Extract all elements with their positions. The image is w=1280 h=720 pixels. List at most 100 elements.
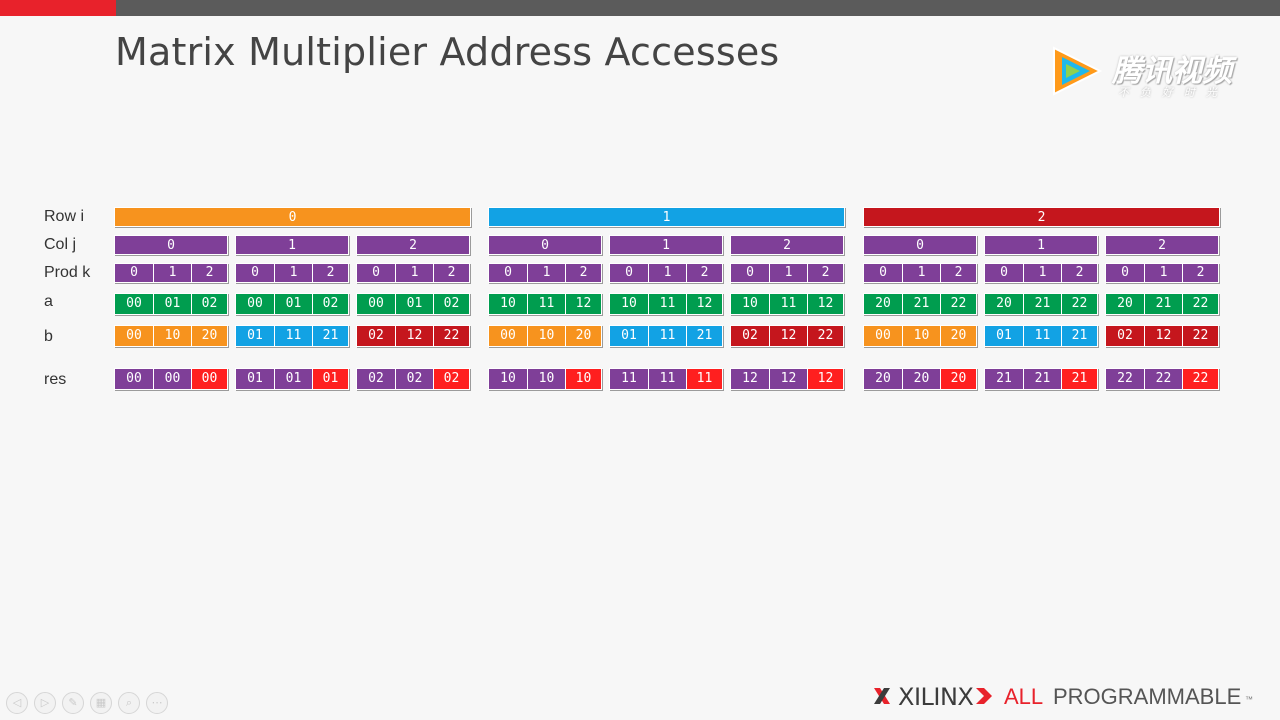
b-address-cell: 21 (1061, 326, 1097, 346)
b-address-cell: 01 (236, 326, 274, 346)
res-address-cell: 20 (902, 369, 940, 389)
res-address-cell: 12 (807, 369, 843, 389)
res-address-cell: 21 (985, 369, 1023, 389)
a-address-cell: 22 (1182, 294, 1218, 314)
slide-title: Matrix Multiplier Address Accesses (115, 30, 780, 74)
res-address-cell: 01 (236, 369, 274, 389)
a-address-cell: 20 (864, 294, 902, 314)
res-address-cell: 00 (191, 369, 227, 389)
res-address-cell: 02 (433, 369, 469, 389)
top-bar (0, 0, 1280, 16)
b-address-cell: 21 (686, 326, 722, 346)
a-address-cell: 12 (686, 294, 722, 314)
res-address-cell: 20 (940, 369, 976, 389)
slides-grid-icon[interactable]: ▦ (90, 692, 112, 714)
prod-address-cell: 0 (236, 264, 274, 282)
b-address-cell: 02 (731, 326, 769, 346)
prod-address-cell: 1 (648, 264, 686, 282)
prod-address-cell: 2 (433, 264, 469, 282)
prev-slide-icon[interactable]: ◁ (6, 692, 28, 714)
b-address-cell: 01 (985, 326, 1023, 346)
prod-address-cell: 1 (1144, 264, 1182, 282)
b-address-cell: 10 (902, 326, 940, 346)
a-address-cell: 11 (527, 294, 565, 314)
col-j-cell: 0 (863, 235, 977, 255)
res-address-cell: 02 (395, 369, 433, 389)
a-address-cell: 11 (769, 294, 807, 314)
res-address-cell: 11 (686, 369, 722, 389)
res-address-cell: 21 (1023, 369, 1061, 389)
b-address-cell: 00 (864, 326, 902, 346)
prod-address-cell: 0 (864, 264, 902, 282)
zoom-icon[interactable]: ⌕ (118, 692, 140, 714)
tagline-programmable: PROGRAMMABLE (1053, 684, 1242, 709)
a-address-cell: 20 (1106, 294, 1144, 314)
a-address-cell: 10 (731, 294, 769, 314)
prod-address-cell: 0 (489, 264, 527, 282)
pen-icon[interactable]: ✎ (62, 692, 84, 714)
b-address-cell: 22 (1182, 326, 1218, 346)
a-address-cell: 00 (357, 294, 395, 314)
b-address-cell: 12 (395, 326, 433, 346)
slideshow-controls: ◁ ▷ ✎ ▦ ⌕ ⋯ (6, 692, 168, 716)
watermark-name: 腾讯视频 (1112, 55, 1232, 88)
res-address-cell: 00 (115, 369, 153, 389)
a-label: a (44, 293, 53, 310)
a-address-cell: 00 (236, 294, 274, 314)
b-address-cell: 20 (940, 326, 976, 346)
a-address-cell: 10 (489, 294, 527, 314)
b-address-cell: 10 (527, 326, 565, 346)
prod-address-cell: 2 (1061, 264, 1097, 282)
prod-address-cell: 2 (1182, 264, 1218, 282)
tencent-video-watermark: 腾讯视频 不负好时光 (1046, 42, 1246, 102)
row-i-cell: 2 (863, 207, 1220, 227)
col-j-cell: 1 (235, 235, 349, 255)
row-i-cell: 1 (488, 207, 845, 227)
prod-address-cell: 2 (686, 264, 722, 282)
res-address-cell: 01 (274, 369, 312, 389)
col-j-cell: 2 (1105, 235, 1219, 255)
col-j-cell: 2 (730, 235, 844, 255)
next-slide-icon[interactable]: ▷ (34, 692, 56, 714)
a-address-cell: 20 (985, 294, 1023, 314)
b-address-cell: 01 (610, 326, 648, 346)
brand-name: XILINX (898, 683, 974, 711)
res-address-cell: 10 (565, 369, 601, 389)
a-address-cell: 22 (1061, 294, 1097, 314)
chevron-right-icon (976, 688, 992, 704)
prod-address-cell: 1 (902, 264, 940, 282)
a-address-cell: 11 (648, 294, 686, 314)
res-address-cell: 11 (648, 369, 686, 389)
a-address-cell: 10 (610, 294, 648, 314)
prod-address-cell: 0 (1106, 264, 1144, 282)
prod-address-cell: 0 (731, 264, 769, 282)
res-address-cell: 20 (864, 369, 902, 389)
more-options-icon[interactable]: ⋯ (146, 692, 168, 714)
res-address-cell: 11 (610, 369, 648, 389)
res-address-cell: 22 (1144, 369, 1182, 389)
b-address-cell: 11 (1023, 326, 1061, 346)
col-j-cell: 1 (609, 235, 723, 255)
prod-address-cell: 0 (357, 264, 395, 282)
b-address-cell: 11 (274, 326, 312, 346)
col-j-cell: 1 (984, 235, 1098, 255)
b-label: b (44, 328, 53, 345)
prod-address-cell: 1 (274, 264, 312, 282)
